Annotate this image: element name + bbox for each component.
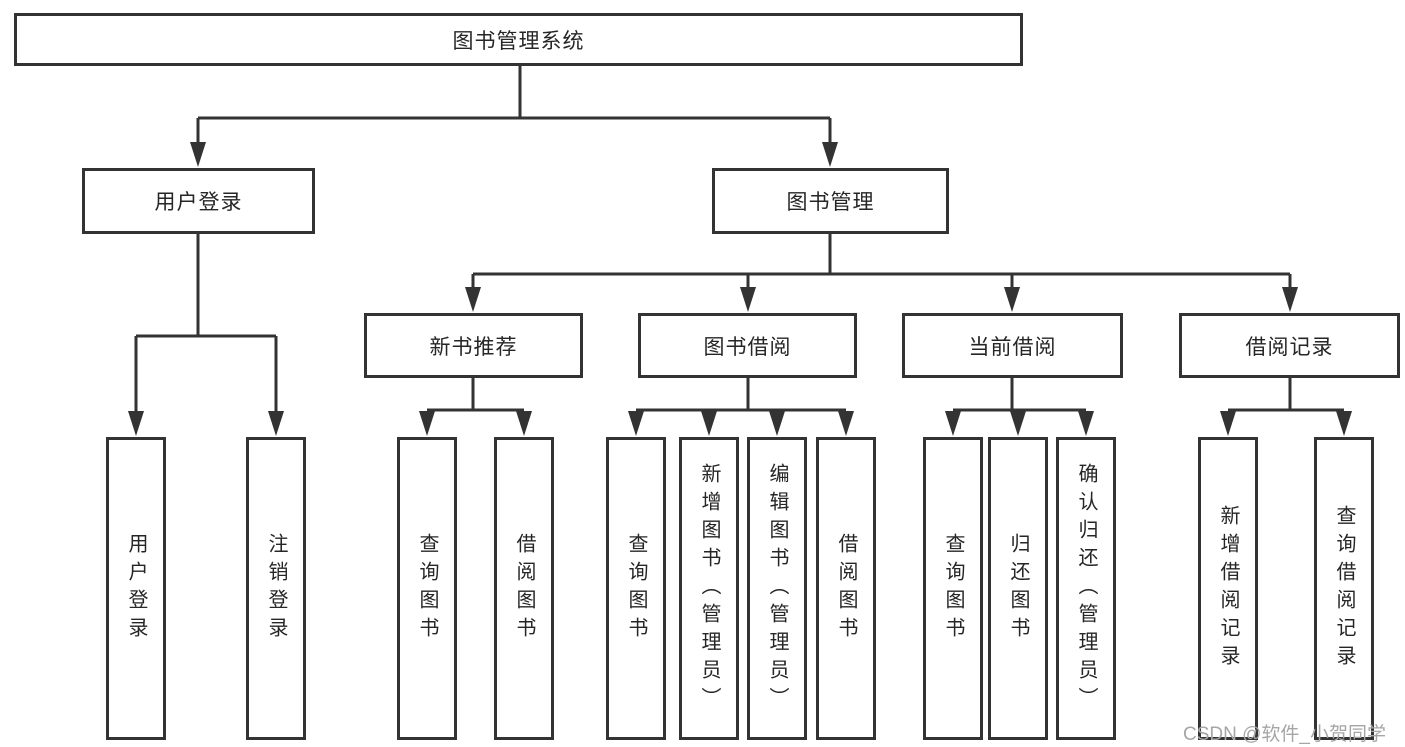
- node-label: 图书管理: [786, 191, 875, 214]
- node-current-borrowing: 当前借阅: [902, 313, 1123, 378]
- leaf-label: 归还图书: [1007, 532, 1029, 645]
- leaf-label: 注销登录: [265, 532, 287, 645]
- node-label: 用户登录: [154, 191, 243, 214]
- leaf-label: 查询图书: [942, 532, 964, 645]
- leaf-label: 借阅图书: [835, 532, 857, 645]
- arrowheads: [128, 142, 1352, 436]
- node-label: 图书借阅: [703, 335, 792, 359]
- leaf-label: 确认归还（管理员）: [1075, 462, 1097, 715]
- leaf-label: 查询借阅记录: [1333, 504, 1355, 673]
- leaf-query-borrow-record: 查询借阅记录: [1314, 437, 1374, 740]
- leaf-label: 新增图书（管理员）: [698, 462, 720, 715]
- node-label: 当前借阅: [968, 335, 1057, 359]
- csdn-watermark: CSDN @软件_小贺同学: [1183, 724, 1386, 745]
- node-new-book-recommendation: 新书推荐: [364, 313, 583, 378]
- leaf-logout: 注销登录: [246, 437, 306, 740]
- leaf-add-books-admin: 新增图书（管理员）: [679, 437, 739, 740]
- leaf-borrow-books-recommend: 借阅图书: [494, 437, 554, 740]
- node-book-borrowing: 图书借阅: [638, 313, 857, 378]
- leaf-label: 借阅图书: [513, 532, 535, 645]
- leaf-label: 查询图书: [416, 532, 438, 645]
- leaf-query-books-borrowing: 查询图书: [606, 437, 666, 740]
- leaf-confirm-return-admin: 确认归还（管理员）: [1056, 437, 1116, 740]
- node-label: 借阅记录: [1245, 335, 1334, 359]
- leaf-edit-books-admin: 编辑图书（管理员）: [747, 437, 807, 740]
- node-library-management-system: 图书管理系统: [14, 13, 1023, 66]
- leaf-return-books: 归还图书: [988, 437, 1048, 740]
- leaf-borrow-books: 借阅图书: [816, 437, 876, 740]
- leaf-query-books-current: 查询图书: [923, 437, 983, 740]
- leaf-add-borrow-record: 新增借阅记录: [1198, 437, 1258, 740]
- node-borrowing-records: 借阅记录: [1179, 313, 1400, 378]
- node-label: 新书推荐: [429, 335, 518, 359]
- node-user-login: 用户登录: [82, 168, 315, 234]
- leaf-label: 用户登录: [125, 532, 147, 645]
- node-label: 图书管理系统: [452, 29, 585, 53]
- node-book-management: 图书管理: [712, 168, 949, 234]
- leaf-label: 查询图书: [625, 532, 647, 645]
- leaf-user-login: 用户登录: [106, 437, 166, 740]
- leaf-query-books-recommend: 查询图书: [397, 437, 457, 740]
- leaf-label: 编辑图书（管理员）: [766, 462, 788, 715]
- leaf-label: 新增借阅记录: [1217, 504, 1239, 673]
